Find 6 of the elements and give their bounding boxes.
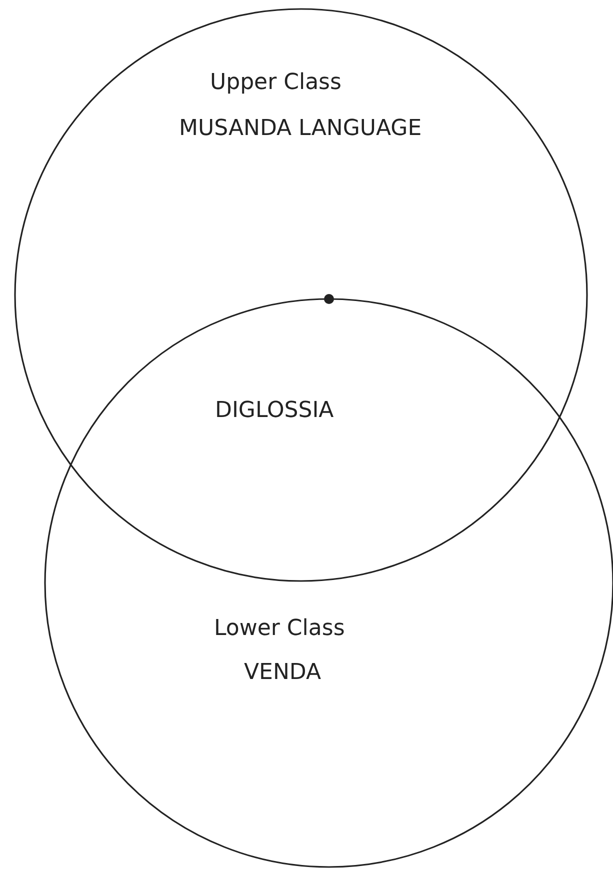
language-name: VENDA — [244, 660, 322, 685]
overlap-label: DIGLOSSIA — [215, 398, 334, 423]
language-name: MUSANDA LANGUAGE — [179, 116, 422, 141]
class-heading: Upper Class — [210, 70, 342, 95]
venn-circle — [14, 8, 588, 582]
class-heading: Lower Class — [214, 616, 345, 641]
